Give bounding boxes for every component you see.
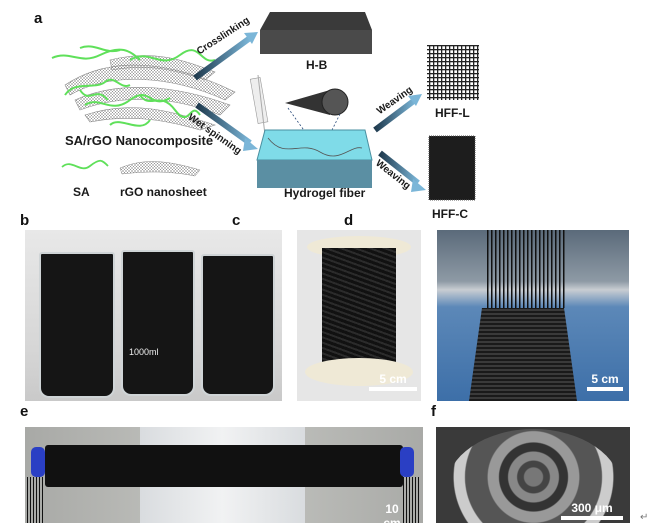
panel-label-a: a <box>34 10 43 27</box>
photo-beakers: 1000ml <box>25 230 282 401</box>
scale-label: 5 cm <box>379 372 407 386</box>
rgo-legend-sheet <box>119 161 201 177</box>
fabric-hff-c <box>428 135 476 201</box>
photo-woven-fabric: 10 cm <box>25 427 423 523</box>
rgo-legend-label: rGO nanosheet <box>120 185 207 199</box>
scale-bar-d: 5 cm <box>587 372 623 391</box>
wet-spinning-arrow <box>195 102 258 151</box>
beaker: 1000ml <box>121 250 195 396</box>
beaker <box>39 252 115 398</box>
panel-label-d: d <box>344 212 354 229</box>
nanocomposite-label: SA/rGO Nanocomposite <box>65 133 214 148</box>
panel-label-b: b <box>20 212 30 229</box>
nanocomposite-illustration <box>51 45 236 131</box>
crosslinking-arrow <box>193 32 258 81</box>
panel-label-f: f <box>431 403 436 420</box>
h-b-label: H-B <box>306 58 328 72</box>
sa-legend-label: SA <box>73 185 90 199</box>
panel-label-c: c <box>232 212 241 229</box>
fabric-hff-l <box>427 45 479 100</box>
scale-label: 10 cm <box>383 502 401 523</box>
hff-l-label: HFF-L <box>435 106 470 120</box>
coagulation-bath <box>256 129 373 188</box>
panel-label-e: e <box>20 403 29 420</box>
scale-bar-e: 10 cm <box>375 502 409 523</box>
paragraph-mark: ↵ <box>640 512 649 523</box>
hff-c-label: HFF-C <box>432 207 468 221</box>
photo-fiber-spool: 5 cm <box>297 230 421 401</box>
scale-bar-f: 300 μm <box>561 501 623 520</box>
weaving-arrow-top <box>373 94 422 133</box>
photo-weaving-loom: 5 cm <box>437 230 629 401</box>
photo-sem-cross-section: 300 μm <box>436 427 630 523</box>
scale-label: 300 μm <box>571 501 613 515</box>
hydrogel-block <box>260 12 372 54</box>
beaker-volume-label: 1000ml <box>129 347 159 357</box>
beaker <box>201 254 275 396</box>
scale-label: 5 cm <box>591 372 619 386</box>
schematic-diagram <box>51 12 479 201</box>
sa-legend-line <box>61 159 109 170</box>
weaving-arrow-bottom <box>378 150 426 192</box>
hydrogel-fiber-label: Hydrogel fiber <box>284 186 366 200</box>
syringe-icon <box>249 74 269 136</box>
scale-bar-c: 5 cm <box>369 372 417 391</box>
